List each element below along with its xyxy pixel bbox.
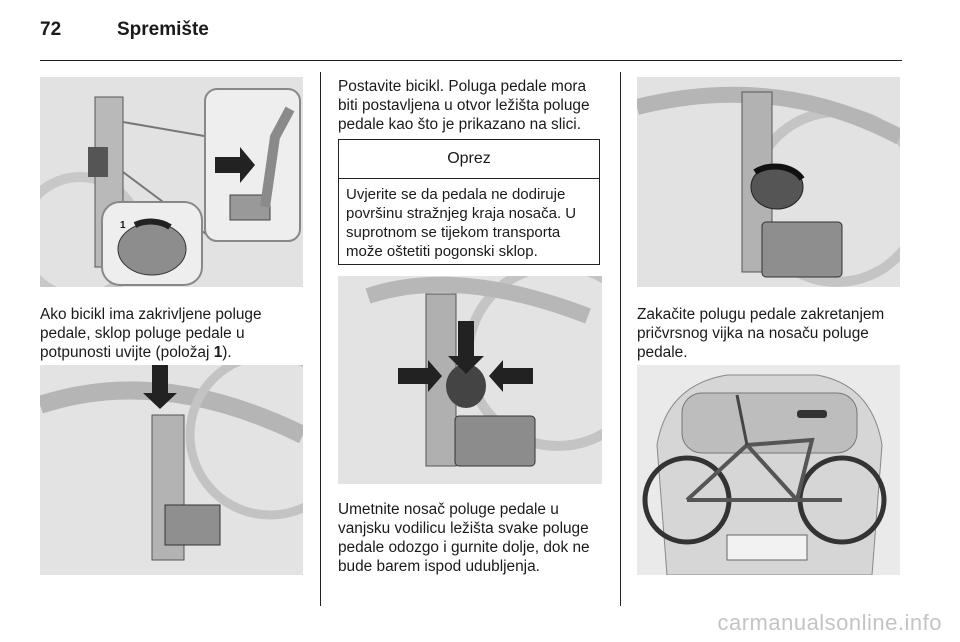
header-rule — [40, 60, 902, 61]
paragraph-place-bicycle: Postavite bicikl. Poluga pedale mora bit… — [338, 78, 590, 133]
paragraph-curved-pedal-position: 1 — [213, 344, 223, 361]
paragraph-curved-pedal-b: ). — [222, 344, 232, 361]
figure-pedal-holder-insert — [40, 365, 303, 575]
figure-fasten-screw — [637, 77, 900, 287]
caution-box: Oprez Uvjerite se da pedala ne dodiruje … — [338, 139, 600, 265]
paragraph-fasten-pedal: Zakačite polugu pedale zakretanjem pričv… — [637, 306, 885, 361]
caution-title: Oprez — [339, 140, 599, 179]
figure-car-bicycle-rear — [637, 365, 900, 575]
column-divider-right — [620, 72, 621, 606]
paragraph-curved-pedal-a: Ako bicikl ima zakrivljene poluge pedale… — [40, 306, 262, 361]
callout-1-label: 1 — [120, 220, 126, 231]
watermark: carmanualsonline.info — [717, 610, 942, 635]
section-title: Spremište — [117, 19, 209, 40]
caution-text: Uvjerite se da pedala ne dodiruje površi… — [346, 186, 577, 260]
page-number: 72 — [40, 19, 62, 40]
figure-holder-press — [338, 276, 602, 484]
column-divider-left — [320, 72, 321, 606]
paragraph-curved-pedal: Ako bicikl ima zakrivljene poluge pedale… — [40, 305, 302, 362]
paragraph-insert-holder: Umetnite nosač poluge pedale u vanjsku v… — [338, 501, 590, 575]
figure-pedal-crank-detail: 1 — [40, 77, 303, 287]
